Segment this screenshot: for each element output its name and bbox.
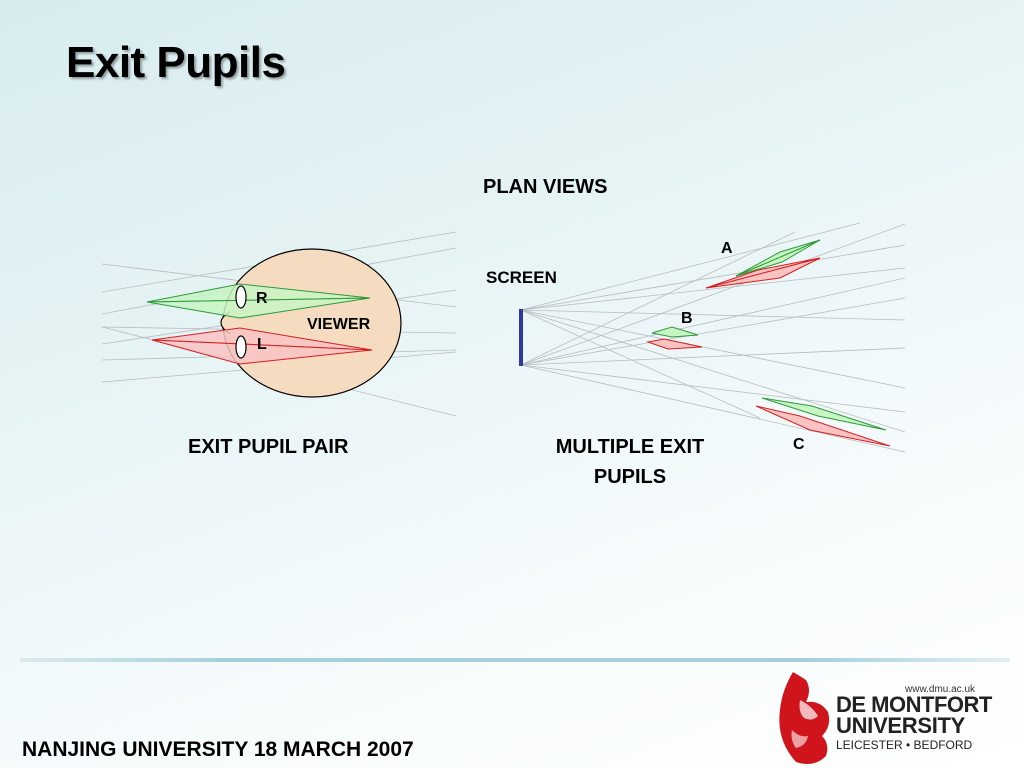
footer-text: NANJING UNIVERSITY 18 MARCH 2007: [22, 738, 414, 761]
left-eye-label: L: [257, 336, 267, 353]
exit-pupil-pair-caption: EXIT PUPIL PAIR: [188, 436, 349, 458]
ray: [520, 222, 861, 311]
multiple-exit-pupils-caption: MULTIPLE EXIT PUPILS: [555, 436, 705, 488]
ray: [520, 267, 906, 311]
ray: [520, 231, 796, 366]
pupil-b-red: [646, 338, 703, 350]
logo-line-3: LEICESTER • BEDFORD: [836, 738, 973, 752]
pupil-b-green: [651, 326, 699, 338]
pupil-b-label: B: [681, 310, 693, 327]
ray: [520, 277, 906, 366]
right-eye: [235, 285, 247, 309]
ray: [520, 309, 761, 419]
ray: [520, 309, 906, 433]
footer-divider: [20, 658, 1010, 662]
dmu-logo-icon: [779, 672, 830, 764]
ray: [520, 244, 906, 311]
right-eye-label: R: [256, 290, 268, 307]
pupil-c-red: [755, 405, 891, 447]
ray: [520, 347, 906, 366]
slide-title: Exit Pupils: [66, 38, 286, 87]
ray: [520, 364, 906, 413]
viewer-label: VIEWER: [307, 316, 371, 333]
ray: [520, 364, 906, 453]
screen-label: SCREEN: [486, 268, 557, 287]
plan-views-label: PLAN VIEWS: [483, 176, 608, 198]
left-exit-pupil-lower: [151, 339, 373, 365]
screen-rays: [520, 222, 906, 453]
right-exit-pupil-lower: [146, 297, 371, 319]
logo-line-1: DE MONTFORT: [836, 692, 992, 717]
ray: [520, 309, 906, 389]
ray: [520, 309, 906, 321]
left-eye: [235, 335, 247, 359]
pupil-c-green: [761, 397, 887, 431]
logo-url: www.dmu.ac.uk: [905, 684, 976, 695]
pupil-c-label: C: [793, 436, 805, 453]
ray: [520, 297, 906, 366]
pupil-a-red-top: [705, 257, 821, 289]
pupil-a-label: A: [721, 240, 733, 257]
logo-line-2: UNIVERSITY: [836, 713, 966, 738]
pupil-a-green-top: [735, 239, 821, 277]
ray: [520, 223, 906, 366]
